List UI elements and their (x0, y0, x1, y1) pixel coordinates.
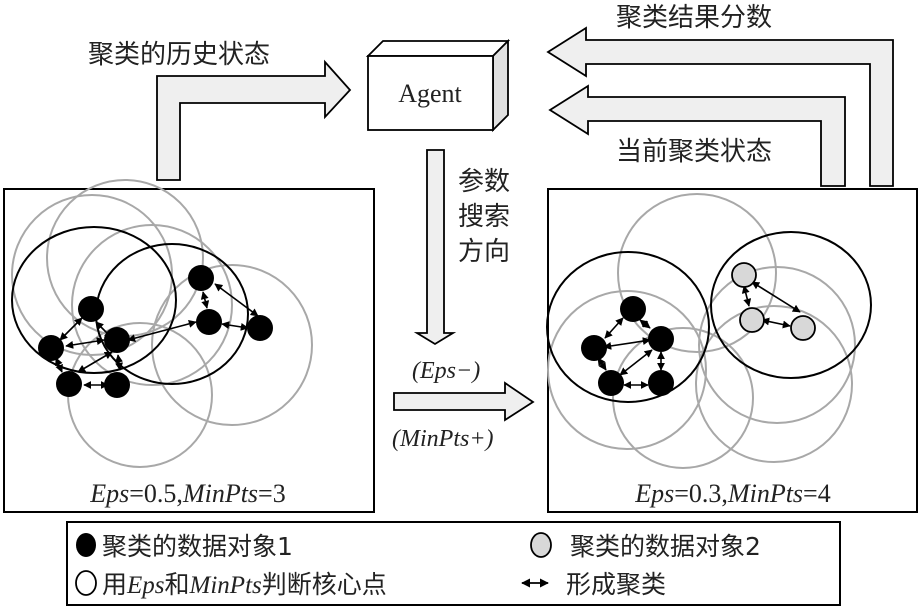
legend-object2-icon (530, 532, 552, 558)
search-direction-label-1: 参数 (458, 167, 510, 197)
right-panel-caption: Eps=0.3,MinPts=4 (634, 479, 830, 508)
search-direction-label-3: 方向 (458, 237, 510, 267)
core-circle (546, 251, 710, 403)
left-panel: Eps=0.5,MinPts=3 (3, 179, 375, 513)
cluster-link (200, 291, 210, 309)
legend-form-cluster-label: 形成聚类 (566, 570, 666, 599)
cluster-link (751, 281, 801, 313)
core-circle (710, 231, 872, 379)
legend-core-label: 用Eps和MinPts判断核心点 (102, 570, 387, 599)
eps-minus-label: (Eps−) (412, 358, 480, 384)
minpts-plus-label: (MinPts+) (392, 426, 494, 452)
search-direction-arrow (413, 149, 457, 346)
eps-circle (612, 327, 754, 469)
current-state-label: 当前聚类状态 (616, 137, 772, 167)
cluster-link (55, 357, 63, 373)
cluster-link (114, 354, 124, 371)
cluster-score-label: 聚类结果分数 (616, 3, 772, 33)
legend-core-circle-icon (75, 570, 97, 596)
history-state-label: 聚类的历史状态 (88, 40, 270, 70)
data-object-2 (790, 315, 816, 341)
eps-circle (698, 266, 856, 424)
data-object-1 (620, 296, 646, 322)
data-object-1 (188, 265, 214, 291)
eps-circle (151, 264, 313, 426)
data-object-1 (581, 335, 607, 361)
agent-label: Agent (398, 79, 462, 108)
cluster-link (59, 317, 83, 341)
cluster-link (127, 319, 197, 343)
legend: 聚类的数据对象1 聚类的数据对象2 用Eps和MinPts判断核心点 形成聚类 (66, 521, 841, 606)
data-object-1 (78, 296, 104, 322)
core-circle (11, 226, 177, 374)
cluster-link (77, 351, 113, 373)
cluster-link (639, 319, 651, 329)
agent-box: Agent (365, 38, 511, 133)
current-state-arrow (548, 84, 846, 187)
cluster-link (741, 285, 752, 307)
right-panel: Eps=0.3,MinPts=4 (546, 188, 918, 513)
data-object-1 (648, 370, 674, 396)
cluster-link (619, 349, 653, 376)
cluster-link (221, 321, 249, 331)
data-object-1 (104, 327, 130, 353)
data-object-1 (104, 372, 130, 398)
data-object-2 (739, 307, 765, 333)
history-state-arrow (156, 59, 352, 181)
data-object-1 (598, 370, 624, 396)
data-object-1 (56, 371, 82, 397)
parameter-change-arrow (393, 381, 535, 422)
cluster-link (761, 317, 791, 329)
left-panel-caption: Eps=0.5,MinPts=3 (89, 479, 285, 508)
data-object-1 (648, 326, 674, 352)
data-object-2 (731, 262, 757, 288)
legend-object1-label: 聚类的数据对象1 (102, 532, 293, 561)
cluster-link (597, 357, 607, 371)
data-object-1 (38, 335, 64, 361)
eps-circle (617, 193, 777, 353)
data-object-1 (247, 315, 273, 341)
cluster-score-arrow (546, 26, 894, 187)
legend-object1-icon (76, 533, 96, 557)
eps-circle (547, 290, 707, 450)
search-direction-label-2: 搜索 (458, 202, 510, 232)
cluster-link (603, 337, 651, 350)
data-object-1 (196, 309, 222, 335)
cluster-link (214, 283, 259, 317)
cluster-link (65, 337, 105, 349)
legend-object2-label: 聚类的数据对象2 (570, 532, 761, 561)
cluster-link (604, 317, 624, 339)
